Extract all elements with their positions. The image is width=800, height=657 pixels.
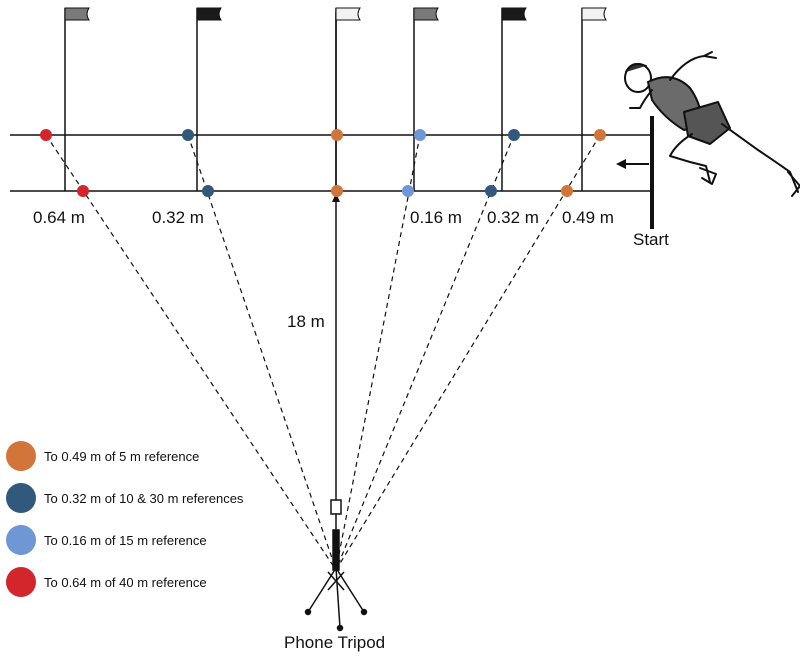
legend-swatch-red (6, 567, 36, 597)
sight-line-4 (335, 134, 421, 571)
marker-lower-6 (561, 185, 573, 197)
marker-lower-3 (331, 185, 343, 197)
legend-text: To 0.16 m of 15 m reference (44, 532, 207, 548)
sight-line-1 (45, 134, 337, 571)
flag-icon (196, 7, 222, 21)
marker-lower-2 (202, 185, 214, 197)
flag-icon (413, 7, 439, 21)
flag-pole-4 (413, 7, 439, 191)
flag-icon (335, 7, 361, 21)
marker-upper-3 (331, 129, 343, 141)
offset-label-0-49: 0.49 m (562, 208, 614, 227)
flag-pole-1 (64, 7, 90, 191)
flag-pole-5 (501, 7, 527, 191)
marker-lower-4 (402, 185, 414, 197)
marker-lower-1 (77, 185, 89, 197)
flag-icon (64, 7, 90, 21)
flag-pole-6 (581, 7, 607, 191)
offset-label-0-32-left: 0.32 m (152, 208, 204, 227)
offset-label-0-64: 0.64 m (33, 208, 85, 227)
legend-text: To 0.49 m of 5 m reference (44, 448, 200, 464)
legend-item-dark-blue: To 0.32 m of 10 & 30 m references (6, 482, 243, 514)
sight-line-6 (335, 134, 601, 571)
marker-upper-2 (182, 129, 194, 141)
flag-pole-3 (335, 7, 361, 191)
offset-label-0-32-right: 0.32 m (487, 208, 539, 227)
flag-icon (501, 7, 527, 21)
sight-line-2 (187, 134, 337, 571)
marker-lower-5 (485, 185, 497, 197)
sight-line-5 (335, 134, 515, 571)
tripod-icon (304, 499, 368, 632)
flag-icon (581, 7, 607, 21)
start-label: Start (633, 230, 669, 249)
legend-text: To 0.64 m of 40 m reference (44, 574, 207, 590)
tripod-label: Phone Tripod (284, 633, 386, 652)
legend-item-orange: To 0.49 m of 5 m reference (6, 440, 243, 472)
legend: To 0.49 m of 5 m reference To 0.32 m of … (6, 440, 243, 608)
legend-swatch-light-blue (6, 525, 36, 555)
center-line-arrow (332, 193, 340, 202)
legend-swatch-orange (6, 441, 36, 471)
legend-swatch-dark-blue (6, 483, 36, 513)
marker-upper-4 (414, 129, 426, 141)
legend-text: To 0.32 m of 10 & 30 m references (44, 490, 244, 506)
distance-label: 18 m (287, 312, 325, 331)
sprinter-icon (624, 51, 800, 197)
flag-pole-2 (196, 7, 222, 191)
offset-label-0-16: 0.16 m (410, 208, 462, 227)
legend-item-red: To 0.64 m of 40 m reference (6, 566, 243, 598)
marker-upper-1 (40, 129, 52, 141)
marker-upper-6 (594, 129, 606, 141)
legend-item-light-blue: To 0.16 m of 15 m reference (6, 524, 243, 556)
direction-arrow-icon (616, 159, 649, 169)
marker-upper-5 (508, 129, 520, 141)
